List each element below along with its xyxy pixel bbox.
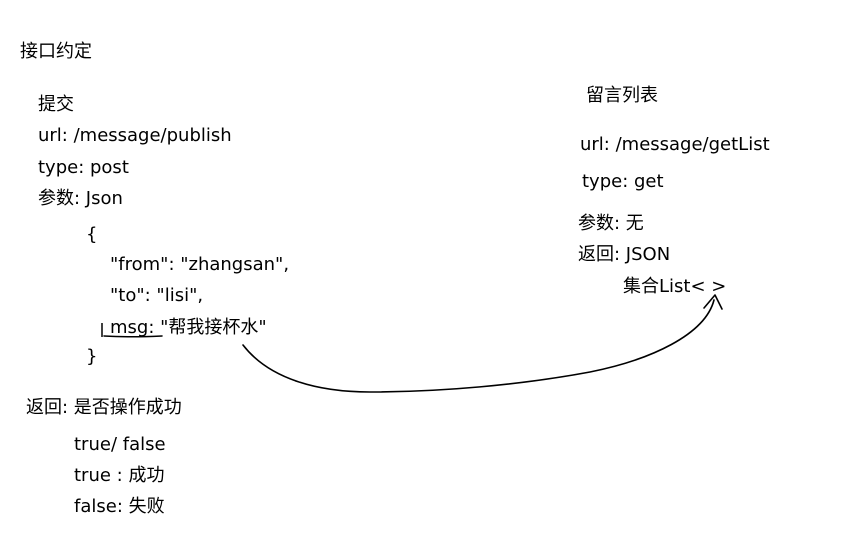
submit-returns: 返回: 是否操作成功 bbox=[26, 397, 182, 418]
submit-heading: 提交 bbox=[38, 94, 74, 115]
json-from-field: "from": "zhangsan", bbox=[110, 254, 290, 275]
list-type: type: get bbox=[582, 171, 664, 192]
connector-arrow-curve bbox=[242, 299, 715, 393]
list-params: 参数: 无 bbox=[578, 213, 644, 234]
list-url: url: /message/getList bbox=[580, 134, 770, 155]
submit-params: 参数: Json bbox=[38, 188, 123, 209]
list-heading: 留言列表 bbox=[586, 85, 658, 106]
submit-url: url: /message/publish bbox=[38, 125, 232, 146]
return-value-true-false: true/ false bbox=[74, 434, 166, 455]
page-title: 接口约定 bbox=[20, 41, 92, 62]
list-returns: 返回: JSON bbox=[578, 244, 671, 265]
list-collection: 集合List< > bbox=[623, 276, 727, 297]
return-value-true: true : 成功 bbox=[74, 465, 165, 486]
submit-type: type: post bbox=[38, 157, 129, 178]
json-close-brace: } bbox=[86, 346, 98, 367]
return-value-false: false: 失败 bbox=[74, 496, 165, 517]
json-to-field: "to": "lisi", bbox=[110, 285, 204, 306]
json-msg-field: msg: "帮我接杯水" bbox=[110, 317, 267, 338]
json-open-brace: { bbox=[86, 224, 98, 245]
